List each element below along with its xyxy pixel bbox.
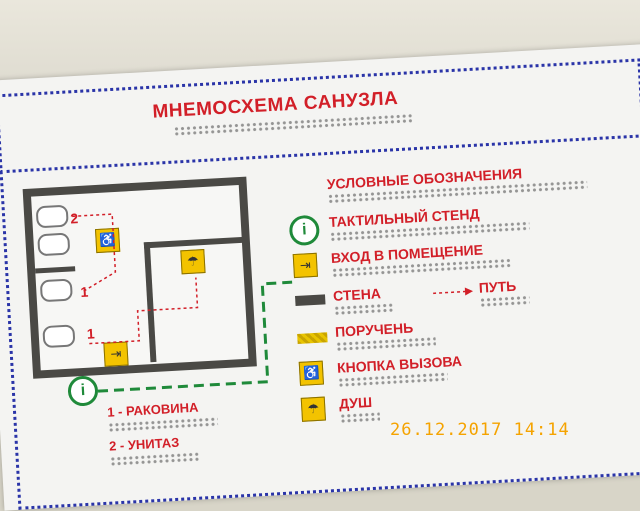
wall-swatch	[295, 294, 326, 307]
entrance-legend-icon: ⇥	[292, 252, 318, 279]
legend-wall: СТЕНА	[332, 285, 382, 304]
green-route	[97, 280, 293, 393]
legend-shower: ДУШ	[338, 393, 373, 412]
path-arrow-icon	[433, 287, 474, 296]
call-button-legend-icon: ♿	[298, 360, 325, 386]
handrail-swatch	[297, 332, 328, 344]
photo-timestamp: 26.12.2017 14:14	[390, 420, 570, 440]
sign-plate: МНЕМОСХЕМА САНУЗЛА 2 1 1 ♿ ☂ ⇥ i УСЛОВНЫ…	[0, 42, 640, 511]
floor-plan: 2 1 1 ♿ ☂ ⇥	[22, 176, 257, 379]
shower-legend-icon: ☂	[300, 396, 327, 422]
path-lines	[72, 213, 199, 345]
legend-path: ПУТЬ	[478, 277, 517, 296]
